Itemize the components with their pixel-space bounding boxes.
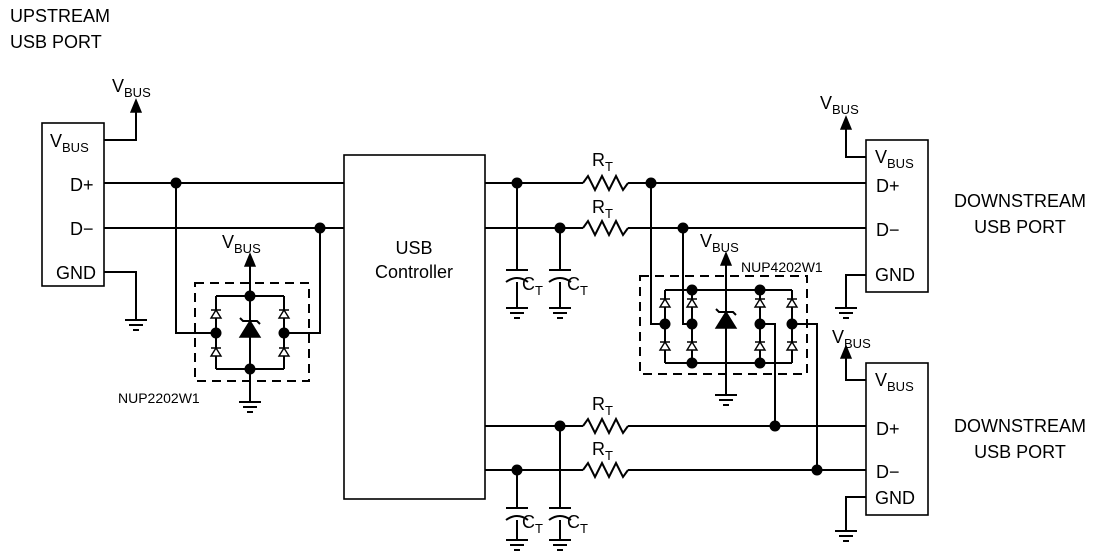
tvs-right-part-label: NUP4202W1 bbox=[741, 259, 823, 275]
downstream-2-title-line1: DOWNSTREAM bbox=[954, 416, 1086, 436]
upstream-dplus-label: D+ bbox=[70, 175, 94, 195]
usb-controller-line2: Controller bbox=[375, 262, 453, 282]
upstream-port: UPSTREAM USB PORT VBUS D+ D− GND VBUS bbox=[10, 6, 151, 331]
upstream-gnd-label: GND bbox=[56, 263, 96, 283]
downstream-port-2: VBUS D+ D− GND VBUS DOWNSTREAM USB PORT bbox=[832, 327, 1086, 542]
downstream-2-connector bbox=[865, 362, 929, 516]
capacitor-label-1: CT bbox=[522, 274, 543, 298]
usb-controller-box bbox=[343, 154, 486, 500]
usb-controller: USB Controller bbox=[343, 154, 486, 500]
downstream-1-gnd-label: GND bbox=[875, 265, 915, 285]
tvs-array-left: VBUS NUP2202W1 bbox=[118, 232, 310, 413]
upstream-vbus-label: VBUS bbox=[50, 131, 89, 155]
resistor-label-4: RT bbox=[592, 439, 613, 463]
downstream-2-title-line2: USB PORT bbox=[974, 442, 1066, 462]
resistor-label-1: RT bbox=[592, 150, 613, 174]
capacitor-label-3: CT bbox=[522, 512, 543, 536]
upstream-dminus-label: D− bbox=[70, 219, 94, 239]
downstream-2-vbus-arrow-label: VBUS bbox=[832, 327, 871, 351]
usb-controller-line1: USB bbox=[395, 238, 432, 258]
upstream-title-line1: UPSTREAM bbox=[10, 6, 110, 26]
resistor-label-2: RT bbox=[592, 197, 613, 221]
downstream-1-vbus-arrow-label: VBUS bbox=[820, 93, 859, 117]
upstream-connector bbox=[41, 122, 105, 287]
downstream-1-dplus-label: D+ bbox=[876, 176, 900, 196]
downstream-2-vbus-label: VBUS bbox=[875, 370, 914, 394]
downstream-port-1: VBUS D+ D− GND VBUS DOWNSTREAM USB PORT bbox=[820, 93, 1086, 319]
downstream-2-gnd-label: GND bbox=[875, 488, 915, 508]
downstream-1-dminus-label: D− bbox=[876, 220, 900, 240]
capacitor-label-4: CT bbox=[567, 512, 588, 536]
tvs-left-part-label: NUP2202W1 bbox=[118, 390, 200, 406]
tvs-array-right: VBUS NUP4202W1 bbox=[639, 177, 823, 476]
tvs-right-vbus-label: VBUS bbox=[700, 231, 739, 255]
downstream-1-title-line2: USB PORT bbox=[974, 217, 1066, 237]
downstream-2-dplus-label: D+ bbox=[876, 419, 900, 439]
upstream-title-line2: USB PORT bbox=[10, 32, 102, 52]
downstream-1-title-line1: DOWNSTREAM bbox=[954, 191, 1086, 211]
downstream-2-dminus-label: D− bbox=[876, 462, 900, 482]
resistor-label-3: RT bbox=[592, 394, 613, 418]
tvs-left-vbus-label: VBUS bbox=[222, 232, 261, 256]
downstream-1-connector bbox=[865, 139, 929, 293]
capacitor-label-2: CT bbox=[567, 274, 588, 298]
downstream-1-vbus-label: VBUS bbox=[875, 147, 914, 171]
upstream-vbus-arrow-label: VBUS bbox=[112, 76, 151, 100]
